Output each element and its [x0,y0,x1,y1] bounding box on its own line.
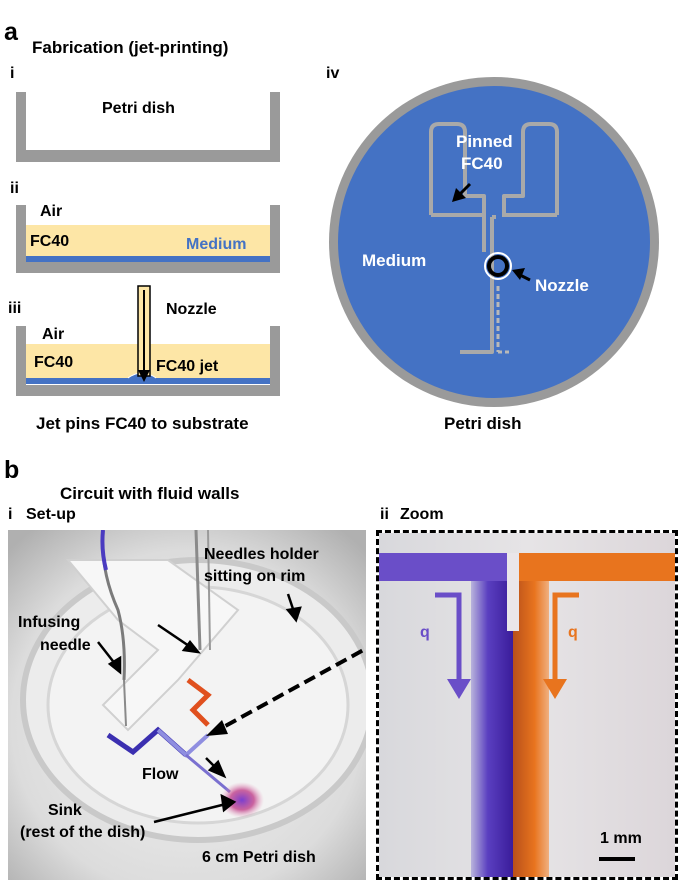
panel-a-title: Fabrication (jet-printing) [32,38,229,57]
q-right-label: q [568,624,578,641]
petri-dish-top-view [329,77,659,407]
fc40-label-iii: FC40 [34,354,74,371]
panel-a-diagrams [16,92,280,396]
zoom-label: Zoom [400,506,444,523]
nozzle-label-iii: Nozzle [166,301,217,318]
fc40-label-ii: FC40 [30,233,70,250]
q-left-label: q [420,624,430,641]
sink-label-line1: Sink [48,802,82,819]
pinned-label-line1: Pinned [456,132,513,151]
petri-dish-label: Petri dish [102,100,175,117]
holder-label-line1: Needles holder [204,546,319,563]
sub-i-label: i [10,65,15,82]
medium-label-iv: Medium [362,251,427,270]
zoom-image [379,533,675,877]
panel-b-letter: b [4,456,20,484]
fc40-jet-label: FC40 jet [156,358,219,375]
flow-label: Flow [142,766,179,783]
scale-bar-label: 1 mm [600,830,642,847]
dish-size-label: 6 cm Petri dish [202,849,316,866]
setup-photo [8,530,366,880]
sub-b-ii-roman: ii [380,506,389,523]
petri-dish-ii-diagram [16,205,280,273]
medium-label-ii: Medium [186,236,247,253]
q-arrow-left [435,592,462,681]
sub-iii-label: iii [8,300,22,317]
caption-jet-pins: Jet pins FC40 to substrate [36,414,249,433]
air-label-iii: Air [42,326,65,343]
zoom-panel [376,530,678,880]
petri-dish-i-diagram [16,92,280,162]
pinned-label-line2: FC40 [461,154,503,173]
infusing-label-line1: Infusing [18,614,81,631]
nozzle-label-iv: Nozzle [535,276,589,295]
caption-petri-dish: Petri dish [444,414,522,433]
petri-dish-iii-diagram [16,285,280,396]
panel-b-title: Circuit with fluid walls [60,484,240,503]
panel-a-letter: a [4,18,18,46]
sub-iv-label: iv [326,65,340,82]
sub-b-i-roman: i [8,506,13,523]
sink-label-line2: (rest of the dish) [20,824,146,841]
infusing-label-line2: needle [40,637,91,654]
sub-ii-label: ii [10,180,19,197]
setup-label: Set-up [26,506,76,523]
holder-label-line2: sitting on rim [204,568,306,585]
air-label-ii: Air [40,203,63,220]
